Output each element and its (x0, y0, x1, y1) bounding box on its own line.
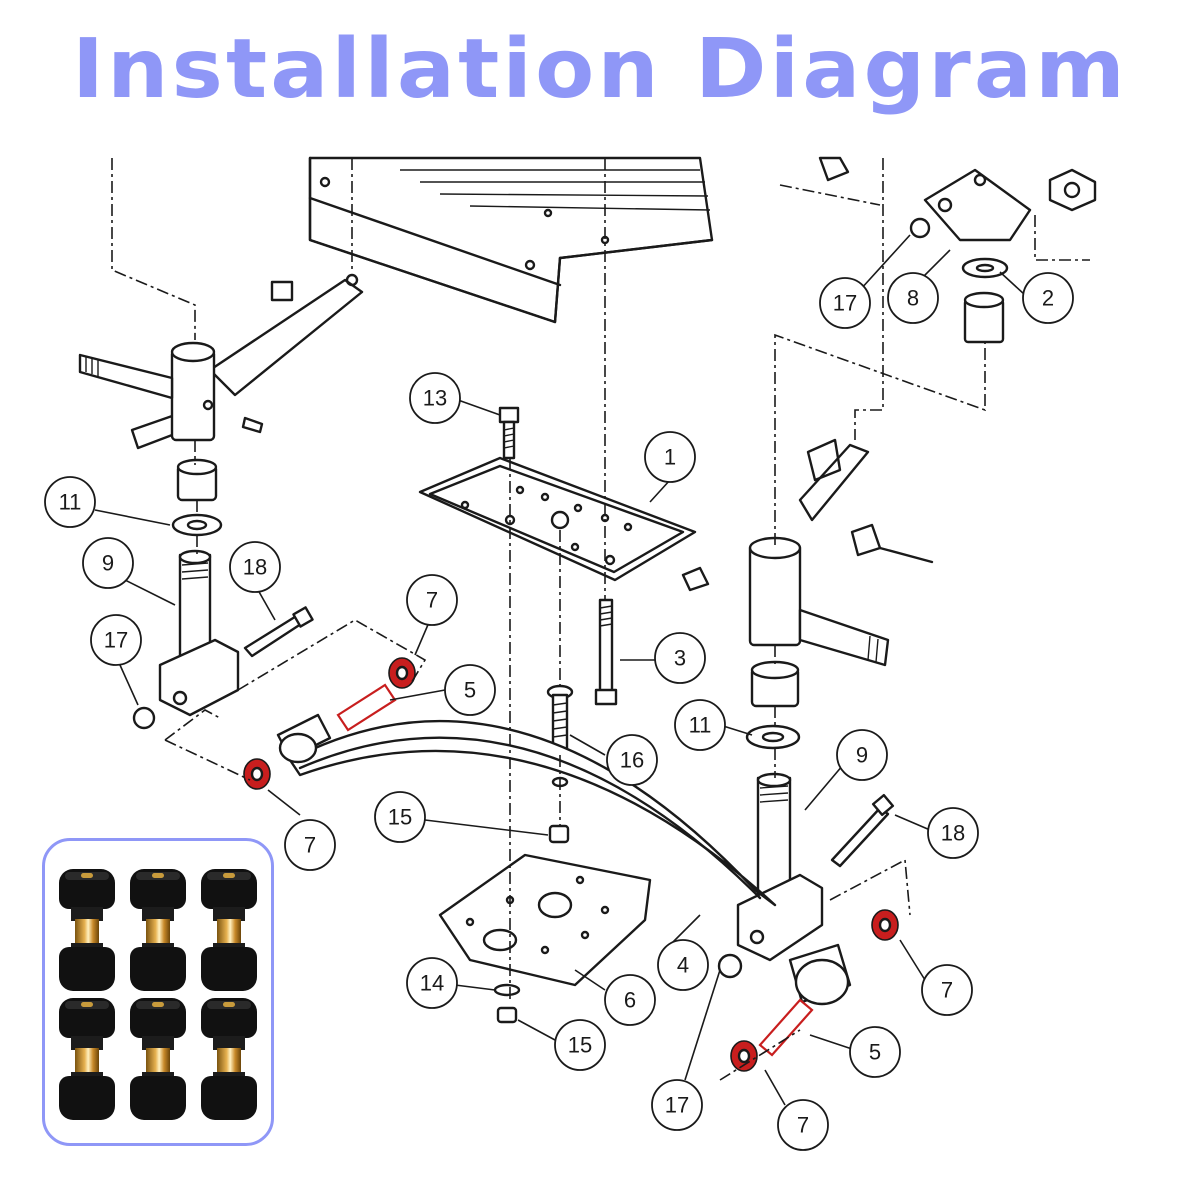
callout-9-left: 9 (82, 537, 134, 589)
callout-13: 13 (409, 372, 461, 424)
right-steering-arm (681, 438, 934, 667)
left-kingpin (132, 549, 240, 730)
bushing-product-3 (201, 869, 257, 991)
frame-chassis (308, 156, 714, 324)
bushing-product-2 (130, 869, 186, 991)
callout-14: 14 (406, 957, 458, 1009)
callout-15-lower: 15 (554, 1019, 606, 1071)
callout-6: 6 (604, 974, 656, 1026)
svg-text:5: 5 (869, 1040, 881, 1065)
svg-text:7: 7 (426, 588, 438, 613)
svg-text:5: 5 (464, 678, 476, 703)
callout-1: 1 (644, 431, 696, 483)
left-axle-arm (78, 273, 364, 450)
callout-18-right: 18 (927, 807, 979, 859)
callout-7-right: 7 (921, 964, 973, 1016)
callout-11-right: 11 (674, 699, 726, 751)
callout-15-upper: 15 (374, 791, 426, 843)
svg-text:17: 17 (665, 1093, 689, 1118)
svg-text:9: 9 (856, 743, 868, 768)
svg-text:6: 6 (624, 988, 636, 1013)
right-top-bracket (818, 156, 1097, 344)
svg-text:11: 11 (59, 490, 82, 515)
bolt-18-right (830, 793, 895, 868)
callout-16: 16 (606, 734, 658, 786)
bottom-plate (438, 853, 652, 1024)
top-plate (418, 456, 697, 582)
svg-text:7: 7 (797, 1113, 809, 1138)
leader-lines (94, 234, 1026, 1106)
bolt-13 (498, 406, 520, 460)
bolt-3 (594, 598, 618, 706)
right-bushing-washer (745, 660, 801, 750)
svg-text:11: 11 (689, 713, 712, 738)
callout-17-top: 17 (819, 277, 871, 329)
callout-7-bottom: 7 (777, 1099, 829, 1151)
svg-text:18: 18 (243, 555, 267, 580)
bolt-18-left (243, 606, 314, 658)
svg-text:4: 4 (677, 953, 689, 978)
svg-text:17: 17 (104, 628, 128, 653)
svg-text:1: 1 (664, 445, 676, 470)
callout-4: 4 (657, 939, 709, 991)
svg-text:3: 3 (674, 646, 686, 671)
callout-8: 8 (887, 272, 939, 324)
diagram-title: Installation Diagram (71, 22, 1129, 117)
svg-text:7: 7 (941, 978, 953, 1003)
bushing-product-4 (59, 998, 115, 1120)
svg-text:17: 17 (833, 291, 857, 316)
svg-text:2: 2 (1042, 286, 1054, 311)
svg-text:8: 8 (907, 286, 919, 311)
callout-2: 2 (1022, 272, 1074, 324)
callout-18-left: 18 (229, 541, 281, 593)
highlighted-bushings (243, 657, 899, 1072)
leaf-spring (276, 713, 852, 1006)
callout-17-left: 17 (90, 614, 142, 666)
bushing-product-5 (130, 998, 186, 1120)
callout-5-right: 5 (849, 1026, 901, 1078)
svg-text:15: 15 (568, 1033, 592, 1058)
svg-text:9: 9 (102, 551, 114, 576)
callout-11-left: 11 (44, 476, 96, 528)
svg-text:16: 16 (620, 748, 644, 773)
svg-text:15: 15 (388, 805, 412, 830)
svg-text:7: 7 (304, 833, 316, 858)
callout-17-bottom: 17 (651, 1079, 703, 1131)
assembly-lines (111, 158, 1090, 1081)
svg-text:13: 13 (423, 386, 447, 411)
callout-7-lower-left: 7 (284, 819, 336, 871)
callout-3: 3 (654, 632, 706, 684)
product-photo-inset (42, 838, 274, 1146)
left-bushing-washer (171, 458, 223, 537)
callout-9-right: 9 (836, 729, 888, 781)
spring-pins (336, 683, 814, 1057)
svg-text:18: 18 (941, 821, 965, 846)
bushing-product-1 (59, 869, 115, 991)
bushing-product-6 (201, 998, 257, 1120)
callout-5-left: 5 (444, 664, 496, 716)
callout-7-upper-left: 7 (406, 574, 458, 626)
svg-text:14: 14 (420, 971, 444, 996)
right-kingpin (717, 772, 824, 979)
